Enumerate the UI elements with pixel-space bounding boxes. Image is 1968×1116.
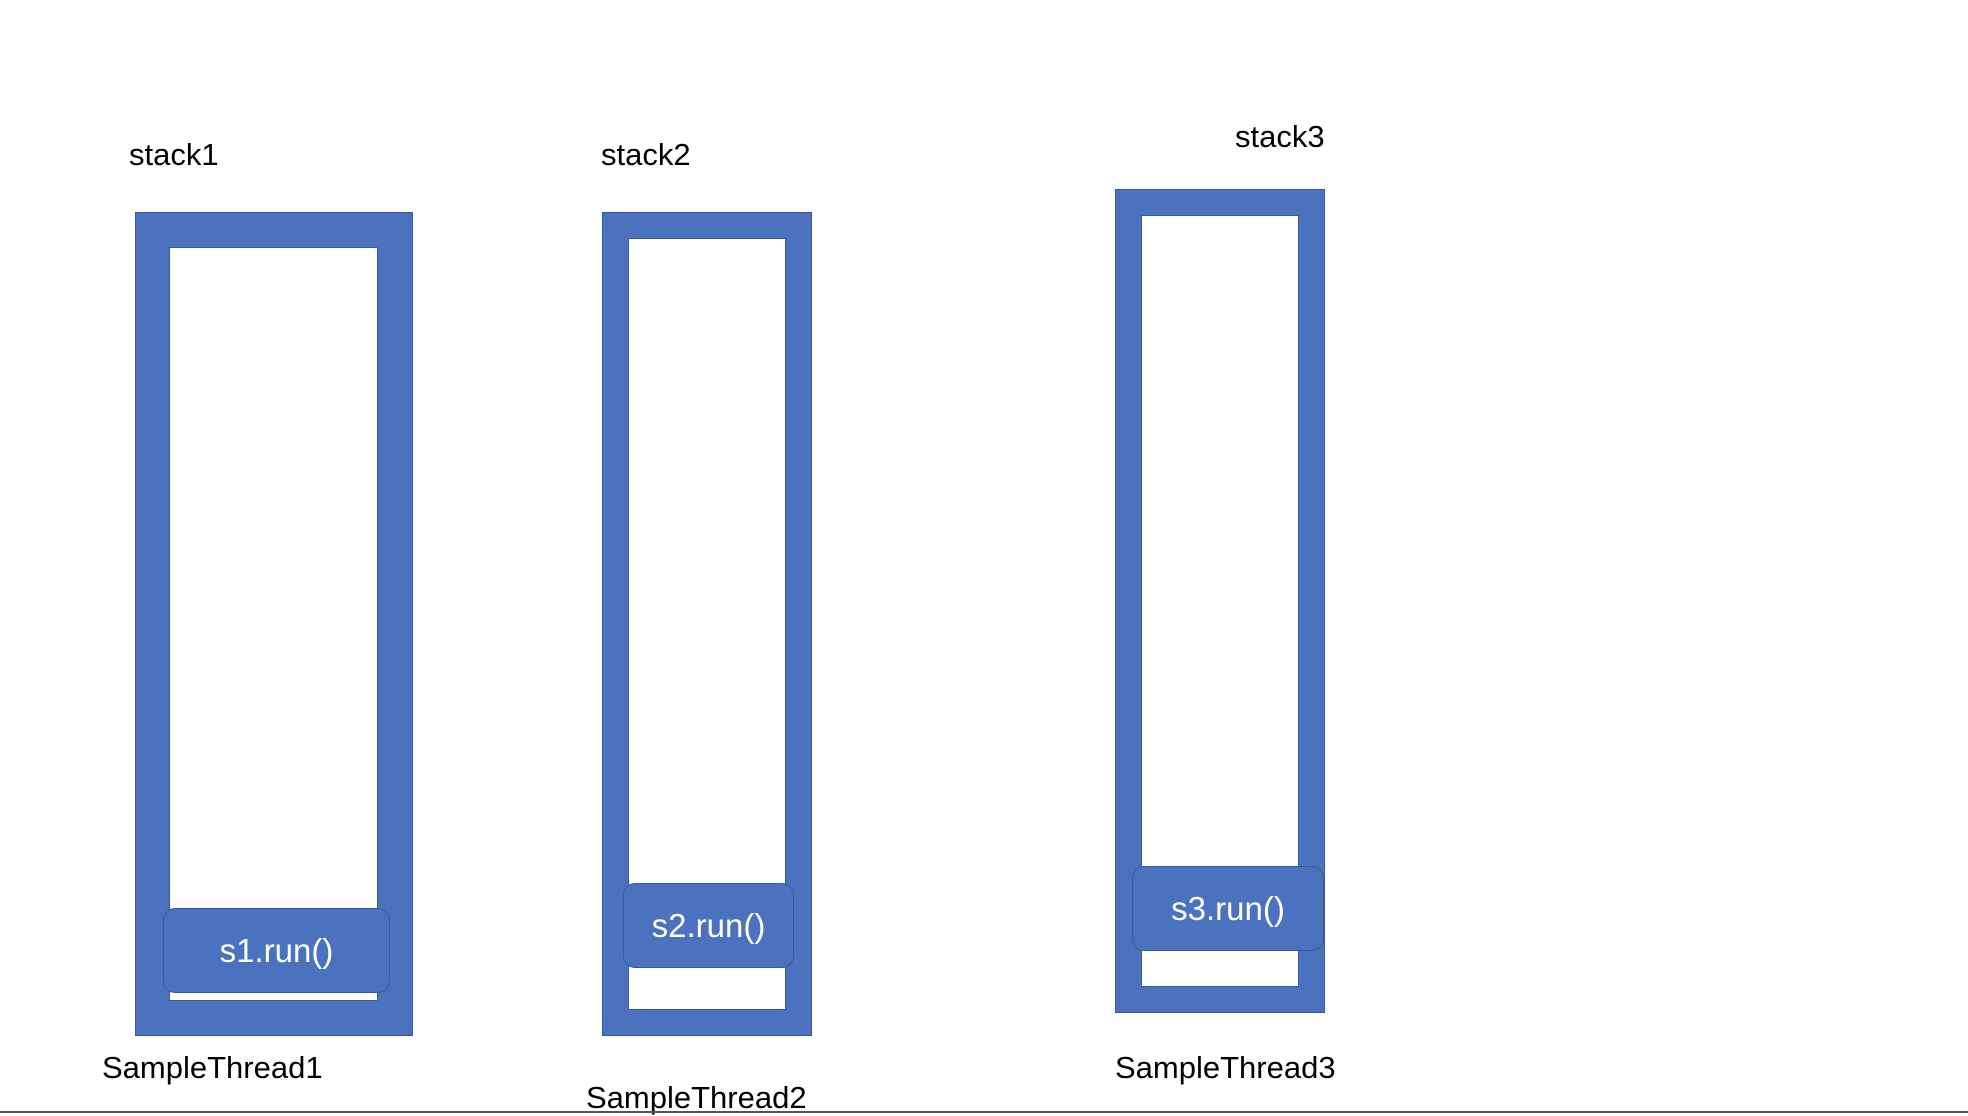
stack2-interior [628, 238, 786, 1010]
stack1-interior [169, 247, 378, 1001]
stack1-title: stack1 [129, 137, 219, 172]
bottom-divider [0, 1111, 1968, 1113]
stack1-frame: s1.run() [163, 908, 390, 993]
stack2-title: stack2 [601, 137, 691, 172]
stack2-frame: s2.run() [623, 883, 794, 968]
stack3-title: stack3 [1235, 119, 1325, 154]
stack3-thread-label: SampleThread3 [1115, 1050, 1336, 1085]
stack1-thread-label: SampleThread1 [102, 1050, 323, 1085]
stack2-thread-label: SampleThread2 [586, 1080, 807, 1115]
stack3-interior [1141, 215, 1299, 987]
stack3-frame: s3.run() [1132, 866, 1324, 951]
